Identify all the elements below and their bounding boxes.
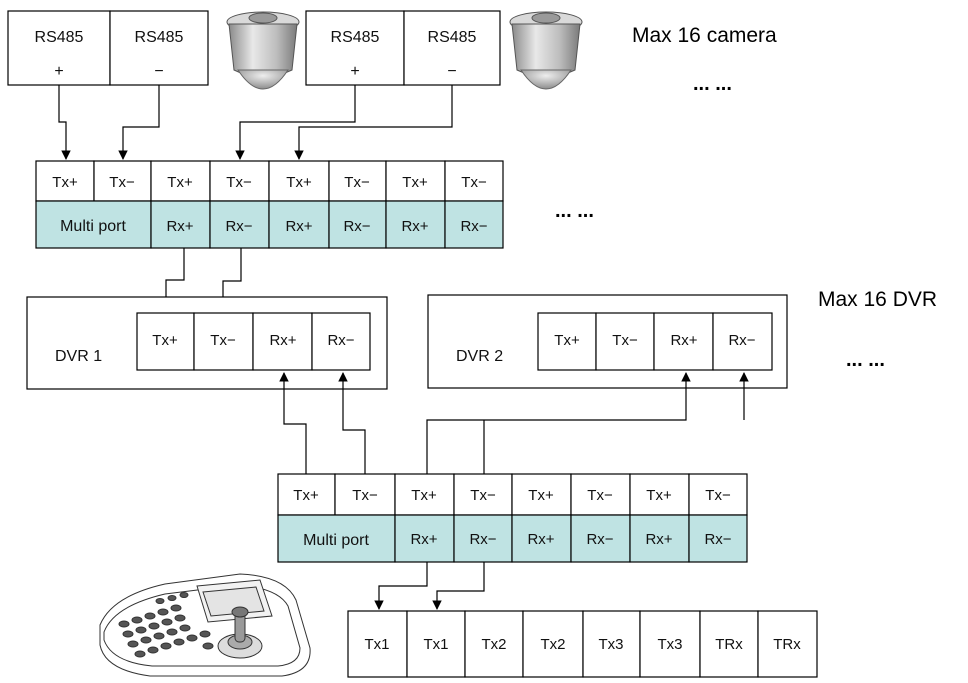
max-dvr-note: Max 16 DVR [818, 288, 937, 311]
camera1-rs485-plus-label: RS485 [35, 29, 84, 46]
dvr2-port-label: Tx+ [554, 332, 580, 349]
bottom-port-tx-label: Tx− [470, 487, 496, 504]
bottom-multiport: Tx+ Tx− Tx+ Tx− Tx+ Tx− Tx+ Tx− Multi po… [277, 473, 748, 563]
top-port-rx-label: Rx− [343, 218, 370, 235]
bottom-port-tx-label: Tx+ [293, 487, 319, 504]
bottom-port-tx-label: Tx− [705, 487, 731, 504]
camera1-rs485-minus-label: RS485 [135, 29, 184, 46]
camera2-terminal-block: RS485 + RS485 − [305, 10, 501, 86]
bottom-port-rx-label: Rx+ [527, 531, 554, 548]
camera2-rs485-plus-label: RS485 [331, 29, 380, 46]
bottom-port-rx-label: Rx+ [410, 531, 437, 548]
keyboard-terminal-label: Tx1 [423, 636, 448, 653]
keyboard-terminal-strip: Tx1 Tx1 Tx2 Tx2 Tx3 Tx3 TRx TRx [347, 610, 818, 678]
more-ports-ellipsis: ... ... [555, 200, 594, 222]
dvr1-port-label: Tx− [210, 332, 236, 349]
ptz-dome-camera-icon [509, 11, 583, 90]
more-cameras-ellipsis: ... ... [693, 73, 732, 95]
top-port-rx-label: Rx− [460, 218, 487, 235]
keyboard-terminal-label: Tx3 [657, 636, 682, 653]
camera1-plus-sign: + [54, 63, 63, 80]
top-port-tx-label: Tx− [344, 174, 370, 191]
top-port-rx-label: Rx− [225, 218, 252, 235]
top-port-tx-label: Tx+ [402, 174, 428, 191]
bottom-multiport-label: Multi port [303, 532, 369, 549]
bottom-port-rx-label: Rx+ [645, 531, 672, 548]
keyboard-terminal-label: Tx2 [540, 636, 565, 653]
bottom-port-tx-label: Tx+ [528, 487, 554, 504]
keyboard-terminal-label: Tx2 [481, 636, 506, 653]
dvr1-unit: DVR 1 Tx+ Tx− Rx+ Rx− [26, 296, 388, 390]
top-port-tx-label: Tx− [226, 174, 252, 191]
camera1-minus-sign: − [154, 63, 163, 80]
top-port-tx-label: Tx+ [52, 174, 78, 191]
max-camera-note: Max 16 camera [632, 24, 777, 47]
top-port-rx-label: Rx+ [285, 218, 312, 235]
dvr1-port-label: Tx+ [152, 332, 178, 349]
camera2-rs485-minus-label: RS485 [428, 29, 477, 46]
multiport-to-keyboard-wires [374, 562, 485, 610]
dvr2-port-label: Rx− [728, 332, 755, 349]
top-port-tx-label: Tx− [109, 174, 135, 191]
bottom-port-tx-label: Tx+ [646, 487, 672, 504]
dvr2-label: DVR 2 [456, 348, 503, 365]
bottom-port-rx-label: Rx− [704, 531, 731, 548]
camera2-minus-sign: − [447, 63, 456, 80]
top-multiport: Tx+ Tx− Tx+ Tx− Tx+ Tx− Tx+ Tx− Multi po… [35, 160, 504, 249]
camera1-terminal-block: RS485 + RS485 − [7, 10, 209, 86]
dvr2-port-label: Tx− [612, 332, 638, 349]
top-port-rx-label: Rx+ [401, 218, 428, 235]
top-port-tx-label: Tx− [461, 174, 487, 191]
more-dvrs-ellipsis: ... ... [846, 349, 885, 371]
keyboard-terminal-label: TRx [715, 636, 743, 653]
dvr2-port-label: Rx+ [670, 332, 697, 349]
bottom-port-tx-label: Tx− [352, 487, 378, 504]
keyboard-terminal-label: Tx1 [364, 636, 389, 653]
camera2-plus-sign: + [350, 63, 359, 80]
multiport-to-dvrs-wires [279, 372, 749, 474]
top-multiport-label: Multi port [60, 218, 126, 235]
dvr2-unit: DVR 2 Tx+ Tx− Rx+ Rx− [427, 294, 788, 389]
bottom-port-rx-label: Rx− [586, 531, 613, 548]
keyboard-terminal-label: Tx3 [598, 636, 623, 653]
top-port-rx-label: Rx+ [166, 218, 193, 235]
ptz-dome-camera-icon [226, 11, 300, 90]
ptz-keyboard-controller-icon [99, 573, 311, 677]
dvr1-port-label: Rx+ [269, 332, 296, 349]
top-port-tx-label: Tx+ [286, 174, 312, 191]
keyboard-terminal-label: TRx [773, 636, 801, 653]
camera-to-multiport-wires [58, 85, 453, 160]
multiport-to-dvr1-wires [161, 248, 242, 312]
top-port-tx-label: Tx+ [167, 174, 193, 191]
bottom-port-tx-label: Tx+ [411, 487, 437, 504]
dvr1-label: DVR 1 [55, 348, 102, 365]
bottom-port-tx-label: Tx− [587, 487, 613, 504]
bottom-port-rx-label: Rx− [469, 531, 496, 548]
dvr1-port-label: Rx− [327, 332, 354, 349]
